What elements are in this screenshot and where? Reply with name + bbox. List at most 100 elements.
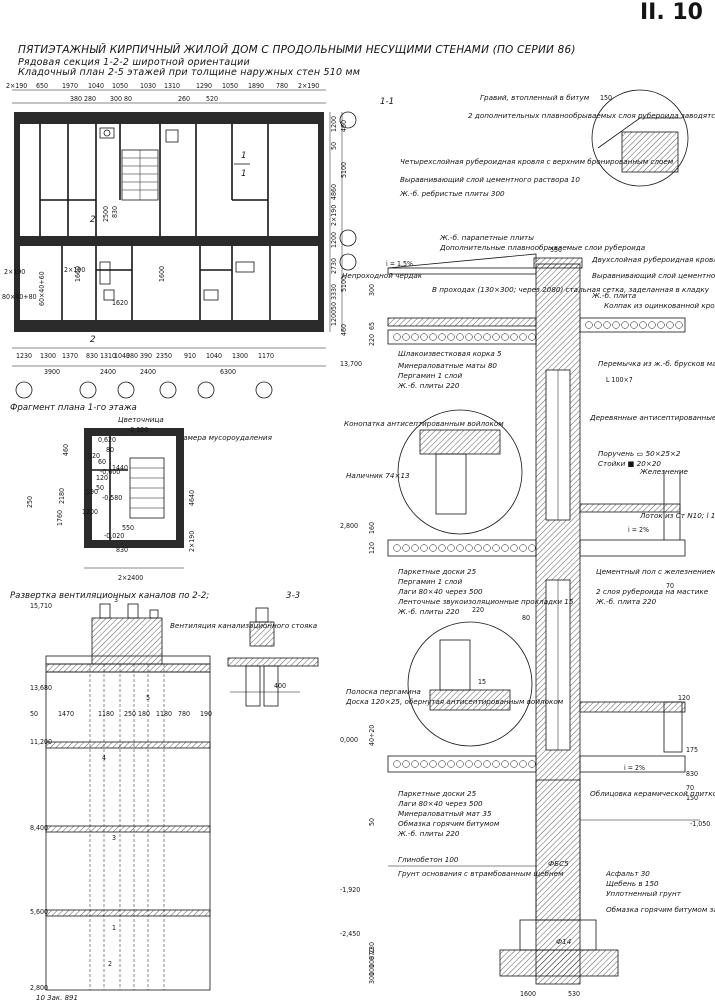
- section-note: Асфальт 30: [605, 869, 650, 878]
- plan-bottom-dim: 1300: [232, 352, 248, 360]
- plan-dim-1620: 1620: [112, 299, 128, 307]
- vent-dim: 50: [30, 710, 38, 718]
- detail-window-head: [397, 409, 523, 535]
- sheet-subtitle-section: Рядовая секция 1-2-2 широтной ориентации: [18, 57, 250, 68]
- plan-bottom-dim: 910: [184, 352, 196, 360]
- plan-top-dim-inner: 300: [110, 95, 122, 103]
- section-note: Пергамин 1 слой: [398, 577, 462, 586]
- fragment-dim: 460: [62, 444, 70, 456]
- section-note: 2 дополнительных плавнообрываемых слоя р…: [468, 111, 715, 120]
- plan-top-dim: 1040: [88, 82, 104, 90]
- plan-top-dim-inner: 380: [70, 95, 82, 103]
- section-dim: L 100×7: [606, 376, 633, 384]
- plan-bottom-dim: 390: [140, 352, 152, 360]
- vent-level: 2,800: [30, 984, 48, 992]
- fragment-dim: 1200: [82, 508, 98, 516]
- section-dim: i = 2%: [628, 526, 649, 534]
- plan-right-dim: 1200: [330, 232, 338, 248]
- section-dim: i = 1,5%: [386, 260, 413, 268]
- plan-bottom-dim: 2350: [156, 352, 172, 360]
- section-dim: 70: [686, 784, 694, 792]
- fragment-dim: 2180: [58, 488, 66, 504]
- vent-level: 5,600: [30, 908, 48, 916]
- vent-dim: 1180: [156, 710, 172, 718]
- plan-top-dim: 1290: [196, 82, 212, 90]
- plan-bottom-dim: 1300: [40, 352, 56, 360]
- plan-top-dim: 2×190: [6, 82, 27, 90]
- page-number: II. 10: [639, 0, 703, 25]
- plan-stair: [121, 149, 159, 201]
- section-dim: 65: [368, 322, 376, 330]
- section-level: -1,050: [690, 820, 710, 828]
- plan-right-dim: 5100: [340, 276, 348, 292]
- plan-axis-markers: [15, 111, 357, 399]
- fragment-dim: 2×190: [188, 531, 196, 552]
- plan-top-dim: 1050: [112, 82, 128, 90]
- vent-level: 13,680: [30, 684, 52, 692]
- fragment-level-0020: -0,020: [104, 532, 124, 540]
- plan-bottom-dim: 1230: [16, 352, 32, 360]
- section-note: Облицовка керамической плиткой на цемент…: [590, 789, 715, 798]
- plan-right-dim: 4860: [330, 184, 338, 200]
- vent-dim: 400: [274, 682, 286, 690]
- vent-title-3-3: 3-3: [286, 591, 300, 601]
- vent-dim: 2: [108, 960, 112, 968]
- plan-wall-east: [318, 112, 324, 332]
- section-note: Колпак из оцинкованной кровельной стали: [604, 301, 715, 310]
- section-dim: 220: [368, 334, 376, 346]
- section-dim: 40÷20: [368, 725, 376, 746]
- plan-partitions: [39, 124, 271, 320]
- plan-top-dim: 1890: [248, 82, 264, 90]
- detail-window-sill: [407, 621, 533, 747]
- fragment-dim: 1760: [56, 510, 64, 526]
- detail-parapet: [591, 89, 689, 187]
- plan-wall-west: [14, 112, 20, 332]
- vent-title: Развертка вентиляционных каналов по 2-2;: [10, 591, 209, 601]
- section-note: Поручень ▭ 50×25×2: [598, 449, 681, 458]
- section-dim: 80: [522, 614, 530, 622]
- plan-right-dim: 1200: [330, 116, 338, 132]
- plan-bottom-dim-axis: 2400: [140, 368, 156, 376]
- section-dim: 50: [368, 818, 376, 826]
- plan-dim-830: 830: [111, 206, 119, 218]
- fragment-level-0600: -0,600: [100, 468, 120, 476]
- section-dim: 530: [568, 990, 580, 998]
- fragment-dim: 0,620: [98, 436, 116, 444]
- plan-right-dim: 5100: [340, 162, 348, 178]
- vent-dim: 250: [124, 710, 136, 718]
- section-dim: 1600: [520, 990, 536, 998]
- plan-section-mark-1b: 1: [241, 169, 246, 179]
- section-dim: 120: [678, 694, 690, 702]
- plan-right-dims: 460120050486051002×190120027305100333050…: [330, 116, 348, 336]
- vent-dim: 780: [178, 710, 190, 718]
- section-note: Ж.-б. плита 220: [595, 597, 657, 606]
- section-note: Наличник 74×13: [346, 471, 410, 480]
- fragment-dim: 2×2400: [118, 574, 143, 582]
- section-note: Ж.-б. плиты 220: [397, 381, 460, 390]
- plan-dim-2500: 2500: [102, 206, 110, 222]
- plan-dim-80x40: 80×40+80: [2, 293, 37, 301]
- section-level: -1,920: [340, 886, 360, 894]
- section-note: Конопатка антисептированным войлоком: [344, 419, 504, 428]
- plan-section-mark-2: 2: [90, 215, 95, 225]
- section-note: Ж.-б. плиты 220: [397, 829, 460, 838]
- section-note: Перемычка из ж.-б. брусков марки БУ и Б: [598, 359, 715, 368]
- plan-bottom-dim-axis: 2400: [100, 368, 116, 376]
- plan-right-dim: 1200: [330, 310, 338, 326]
- fragment-dim: 50: [96, 484, 104, 492]
- plan-right-dim: 2×190: [330, 205, 338, 226]
- vent-dim: 190: [200, 710, 212, 718]
- section-dim: 150: [686, 794, 698, 802]
- section-dim: 150: [600, 94, 612, 102]
- plan-top-dim: 1030: [140, 82, 156, 90]
- section-note: Двухслойная рубероидная кровля: [591, 255, 715, 264]
- section-note: Паркетные доски 25: [398, 567, 477, 576]
- sheet-subtitle-plan: Кладочный план 2-5 этажей при толщине на…: [18, 67, 361, 78]
- vent-channels: [89, 664, 165, 990]
- fragment-dim: 120: [88, 452, 100, 460]
